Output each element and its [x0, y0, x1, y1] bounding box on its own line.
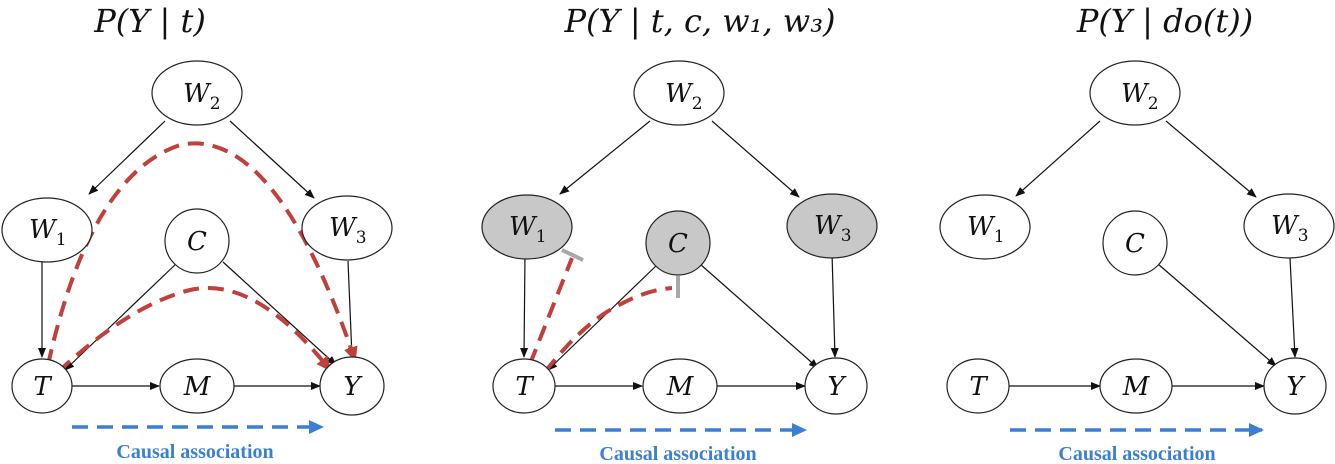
- panel-3: P(Y | do(t)) W2 W1 W3 C T: [939, 2, 1335, 464]
- node-W2-label: W2: [665, 79, 703, 114]
- node-T: T: [11, 358, 73, 414]
- node-Y: Y: [804, 357, 868, 415]
- panel-2: P(Y | t, c, w₁, w₃) W2 W1 W3: [481, 2, 878, 464]
- node-W3: W3: [1243, 193, 1335, 259]
- causal-association-caption: Causal association: [599, 443, 756, 464]
- node-W2: W2: [1089, 60, 1181, 126]
- node-T: T: [946, 358, 1010, 414]
- edge-W1-T: [520, 252, 529, 358]
- node-Y: Y: [1263, 357, 1327, 415]
- node-C-label: C: [668, 229, 688, 259]
- causal-association-caption: Causal association: [116, 441, 273, 463]
- edge-W2-W1: [1015, 120, 1101, 197]
- node-W1-circle: [481, 194, 573, 260]
- edge-W3-Y: [347, 260, 356, 358]
- blocked-path-at-C: [543, 286, 673, 374]
- causal-association-caption: Causal association: [1058, 443, 1215, 464]
- node-C-circle: [164, 208, 230, 274]
- node-W3-circle: [301, 195, 393, 261]
- panel-3-edges: [1008, 120, 1299, 390]
- node-W1: W1: [1, 197, 93, 263]
- node-Y-circle: [319, 356, 385, 416]
- node-M-circle: [159, 358, 235, 414]
- panel-1-title: P(Y | t): [93, 2, 206, 40]
- node-Y-label: Y: [827, 372, 847, 402]
- node-T-label: T: [33, 372, 52, 402]
- node-Y-label: Y: [1286, 372, 1306, 402]
- node-C-conditioned: C: [645, 210, 711, 276]
- node-W3-label: W3: [814, 211, 852, 246]
- panel-1-edges: [38, 120, 356, 390]
- node-W1-circle: [1, 197, 93, 263]
- node-W3-label: W3: [1271, 211, 1309, 246]
- node-M-circle: [1099, 358, 1173, 414]
- edge-C-T: [547, 263, 659, 371]
- node-W3-label: W3: [329, 213, 367, 248]
- node-M-label: M: [183, 372, 212, 402]
- node-W1-label: W1: [509, 212, 547, 247]
- edge-W2-W3: [229, 120, 315, 199]
- edge-C-Y: [222, 261, 337, 366]
- edge-W2-W1: [559, 120, 651, 195]
- edge-W3-Y: [830, 252, 839, 358]
- panel-2-title: P(Y | t, c, w₁, w₃): [564, 2, 836, 40]
- node-M: M: [159, 358, 235, 414]
- node-C-label: C: [187, 227, 207, 257]
- block-marker-W1: [561, 248, 584, 262]
- node-W2: W2: [151, 60, 243, 126]
- edge-W3-Y: [1289, 257, 1299, 358]
- panel-1: P(Y | t) W2 W1 W3 C: [1, 2, 393, 463]
- node-T: T: [492, 358, 556, 414]
- node-W1-label: W1: [967, 212, 1005, 247]
- node-W3-circle: [786, 193, 878, 259]
- node-Y-circle: [804, 357, 868, 415]
- node-W2-circle: [151, 60, 243, 126]
- node-M-label: M: [1122, 372, 1151, 402]
- node-T-circle: [492, 358, 556, 414]
- node-C: C: [164, 208, 230, 274]
- panel-3-title: P(Y | do(t)): [1076, 2, 1253, 40]
- node-W1-conditioned: W1: [481, 194, 573, 260]
- node-C-circle: [1102, 210, 1168, 276]
- node-M: M: [1099, 358, 1173, 414]
- node-W1: W1: [939, 194, 1031, 260]
- node-C-label: C: [1125, 229, 1145, 259]
- node-T-label: T: [515, 372, 534, 402]
- node-T-circle: [946, 358, 1010, 414]
- edge-C-Y: [1157, 263, 1277, 367]
- node-W2-label: W2: [183, 79, 221, 114]
- node-W1-label: W1: [29, 215, 67, 250]
- edge-W2-W3: [1165, 120, 1257, 198]
- node-T-circle: [11, 358, 73, 414]
- node-W2-label: W2: [1121, 79, 1159, 114]
- node-W3-circle: [1243, 193, 1335, 259]
- node-W1-circle: [939, 194, 1031, 260]
- node-M: M: [642, 358, 718, 414]
- panel-2-edges: [520, 120, 839, 390]
- edge-W2-W1: [88, 120, 166, 195]
- blocked-path-at-W1: [528, 257, 574, 365]
- node-Y-label: Y: [343, 372, 363, 402]
- node-W2-circle: [1089, 60, 1181, 126]
- node-W2-circle: [633, 60, 725, 126]
- node-C-circle: [645, 210, 711, 276]
- node-W3: W3: [301, 195, 393, 261]
- backdoor-path-via-C: [56, 285, 332, 374]
- node-Y: Y: [319, 356, 385, 416]
- node-W3-conditioned: W3: [786, 193, 878, 259]
- node-T-label: T: [969, 372, 988, 402]
- edge-C-T: [64, 261, 179, 371]
- edge-C-Y: [699, 263, 819, 369]
- node-W2: W2: [633, 60, 725, 126]
- node-M-circle: [642, 358, 718, 414]
- node-Y-circle: [1263, 357, 1327, 415]
- node-C: C: [1102, 210, 1168, 276]
- node-M-label: M: [666, 372, 695, 402]
- edge-W2-W3: [711, 120, 800, 198]
